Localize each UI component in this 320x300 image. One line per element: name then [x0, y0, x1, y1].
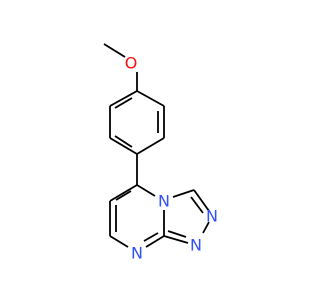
- bond-pyr-double-2: [115, 190, 132, 201]
- bond-c3-n2: [193, 189, 210, 212]
- bond-ar-1: [136, 90, 165, 107]
- atom-oxygen-label: O: [125, 54, 138, 73]
- bond-n4-c3: [172, 189, 195, 198]
- methoxy-group: [103, 43, 138, 91]
- bond-ar-4: [109, 137, 138, 155]
- atom-nitrogen-triazole-1-label: N: [190, 236, 202, 255]
- bond-pyr-double-3: [143, 232, 159, 242]
- bond-tri-double-2: [167, 230, 187, 238]
- bond-methyl-o: [103, 43, 126, 58]
- bond-tri-double-1: [190, 196, 204, 214]
- bond-n1-n2: [202, 221, 210, 234]
- molecule-structure: O N N N N: [103, 43, 218, 263]
- bond-ar-double-3: [114, 97, 133, 109]
- bond-c6-c5: [109, 184, 138, 202]
- bond-ar-3: [136, 137, 165, 155]
- atom-nitrogen-pyrimidine-label: N: [131, 244, 143, 263]
- bond-n1-c8a: [163, 235, 189, 244]
- pyrimidine-ring: [109, 184, 165, 248]
- bond-c8a-n: [145, 235, 165, 248]
- bond-ar-6: [109, 90, 138, 107]
- bond-n-c7: [109, 235, 129, 248]
- bond-ar-double-2: [114, 135, 133, 148]
- atom-nitrogen-triazole-2-label: N: [206, 207, 218, 226]
- benzene-ring: [109, 90, 165, 155]
- atom-nitrogen-bridge-label: N: [158, 192, 170, 211]
- triazole-ring: [163, 189, 210, 244]
- bond-c5-n4: [136, 184, 156, 197]
